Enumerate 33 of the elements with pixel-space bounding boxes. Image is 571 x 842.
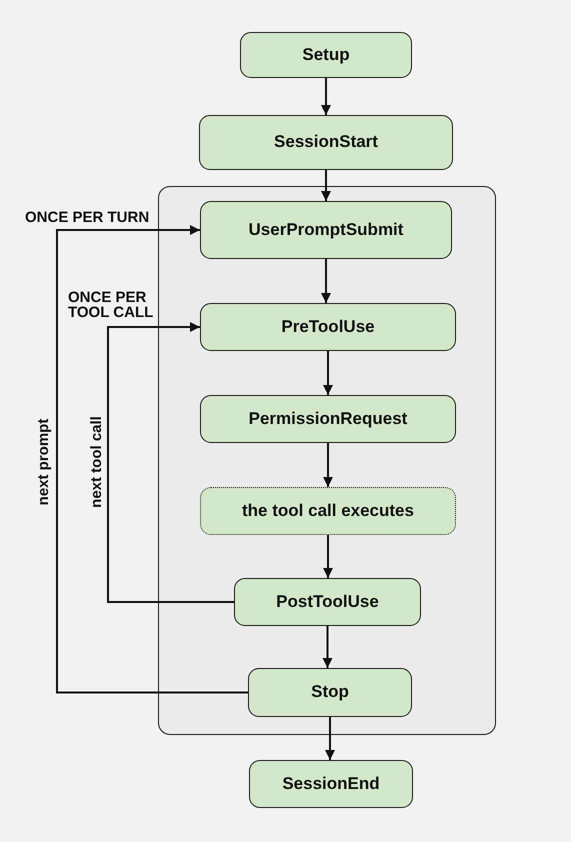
step-box bbox=[249, 760, 413, 808]
step-label: Setup bbox=[302, 44, 350, 66]
step-label: the tool call executes bbox=[242, 500, 414, 522]
step-label: PermissionRequest bbox=[248, 408, 408, 430]
step-box bbox=[234, 578, 421, 626]
arrow bbox=[56, 225, 248, 694]
arrow bbox=[323, 535, 333, 578]
step-box bbox=[200, 201, 452, 259]
step-box bbox=[200, 303, 456, 351]
step-box bbox=[240, 32, 412, 78]
step-box bbox=[200, 395, 456, 443]
note-label: ONCE PER TURN bbox=[25, 210, 150, 225]
step-label: SessionStart bbox=[274, 132, 378, 153]
step-label: UserPromptSubmit bbox=[248, 220, 404, 240]
step-label: SessionEnd bbox=[282, 774, 380, 794]
group-frame bbox=[158, 186, 496, 735]
arrow bbox=[323, 351, 333, 395]
arrow bbox=[322, 626, 332, 668]
edge-label: next tool call bbox=[88, 416, 106, 508]
step-box bbox=[248, 668, 412, 717]
arrow bbox=[321, 78, 331, 115]
arrow bbox=[321, 170, 331, 201]
edge-label: next prompt bbox=[36, 418, 52, 506]
note-label: ONCE PER TOOL CALL bbox=[68, 290, 154, 320]
arrow bbox=[321, 259, 331, 303]
step-box bbox=[200, 487, 456, 535]
step-box bbox=[199, 115, 453, 170]
step-label: PostToolUse bbox=[276, 592, 379, 612]
arrow bbox=[107, 322, 234, 603]
step-label: PreToolUse bbox=[281, 316, 375, 338]
arrow bbox=[325, 717, 335, 760]
step-label: Stop bbox=[311, 682, 349, 703]
arrow bbox=[323, 443, 333, 487]
